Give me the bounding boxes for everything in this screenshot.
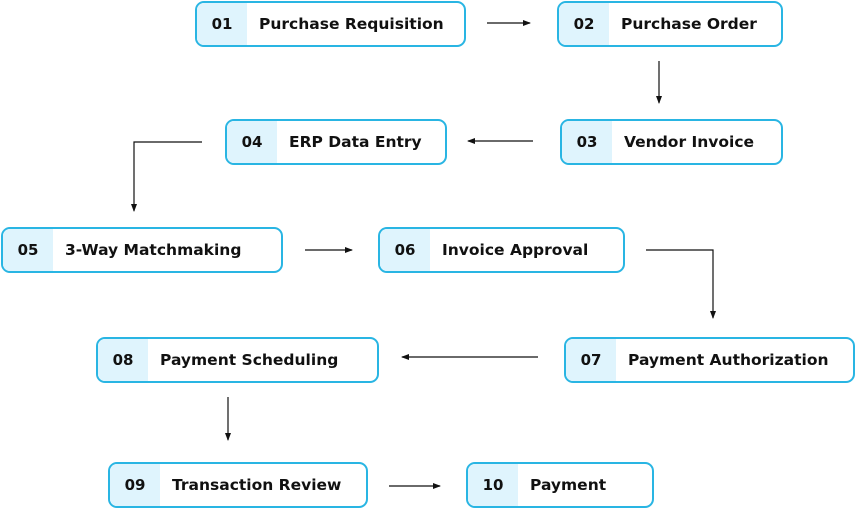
step-10-payment: 10 Payment [466, 462, 654, 508]
arrow-06-to-07 [646, 249, 716, 319]
step-04-erp-data-entry: 04 ERP Data Entry [225, 119, 447, 165]
step-03-vendor-invoice: 03 Vendor Invoice [560, 119, 783, 165]
step-number: 10 [468, 464, 518, 506]
step-label: Vendor Invoice [624, 133, 755, 151]
step-number: 01 [197, 3, 247, 45]
step-number: 06 [380, 229, 430, 271]
step-08-payment-scheduling: 08 Payment Scheduling [96, 337, 379, 383]
step-label: ERP Data Entry [289, 133, 422, 151]
arrow-04-to-05 [131, 141, 202, 212]
step-number: 04 [227, 121, 277, 163]
step-label: Payment Authorization [628, 351, 829, 369]
step-number: 08 [98, 339, 148, 381]
step-label: Purchase Order [621, 15, 757, 33]
step-number: 05 [3, 229, 53, 271]
step-07-payment-authorization: 07 Payment Authorization [564, 337, 855, 383]
step-09-transaction-review: 09 Transaction Review [108, 462, 368, 508]
step-06-invoice-approval: 06 Invoice Approval [378, 227, 625, 273]
step-label: Invoice Approval [442, 241, 589, 259]
step-number: 07 [566, 339, 616, 381]
step-05-3-way-matchmaking: 05 3-Way Matchmaking [1, 227, 283, 273]
step-label: Transaction Review [172, 476, 342, 494]
step-number: 03 [562, 121, 612, 163]
step-label: Payment Scheduling [160, 351, 339, 369]
step-label: Purchase Requisition [259, 15, 444, 33]
step-label: 3-Way Matchmaking [65, 241, 242, 259]
step-number: 09 [110, 464, 160, 506]
step-01-purchase-requisition: 01 Purchase Requisition [195, 1, 466, 47]
step-02-purchase-order: 02 Purchase Order [557, 1, 783, 47]
step-number: 02 [559, 3, 609, 45]
step-label: Payment [530, 476, 607, 494]
